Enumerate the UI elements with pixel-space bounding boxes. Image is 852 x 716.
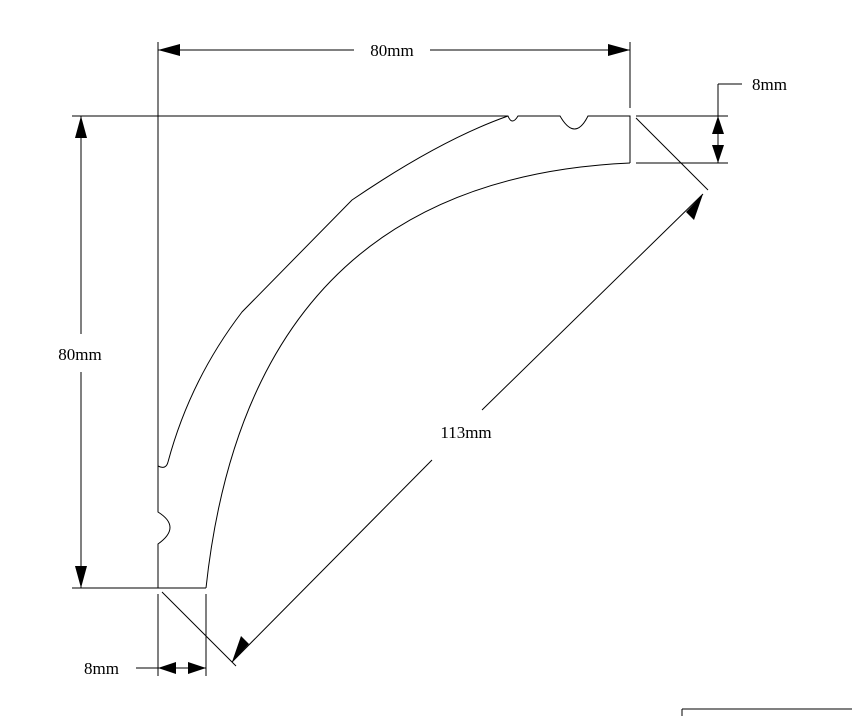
dimension-top-width: 80mm (158, 41, 630, 60)
dimension-right-thickness: 8mm (712, 75, 787, 163)
dimension-diagonal: 113mm (231, 193, 704, 663)
dimension-label-diagonal: 113mm (440, 423, 491, 442)
profile-outer-curve (167, 115, 509, 463)
dimension-label-bottom-thickness: 8mm (84, 659, 119, 678)
extension-lines (72, 42, 728, 676)
dimension-bottom-thickness: 8mm (84, 659, 206, 678)
title-block-edge (681, 708, 852, 716)
dimension-label-left-height: 80mm (58, 345, 101, 364)
dimension-label-right-thickness: 8mm (752, 75, 787, 94)
dimension-label-top-width: 80mm (370, 41, 413, 60)
profile-inner-curve (205, 162, 631, 589)
dimension-left-height: 80mm (58, 116, 102, 588)
cornice-profile (157, 115, 631, 589)
profile-left-edge (157, 116, 206, 589)
profile-top-edge (158, 115, 631, 163)
